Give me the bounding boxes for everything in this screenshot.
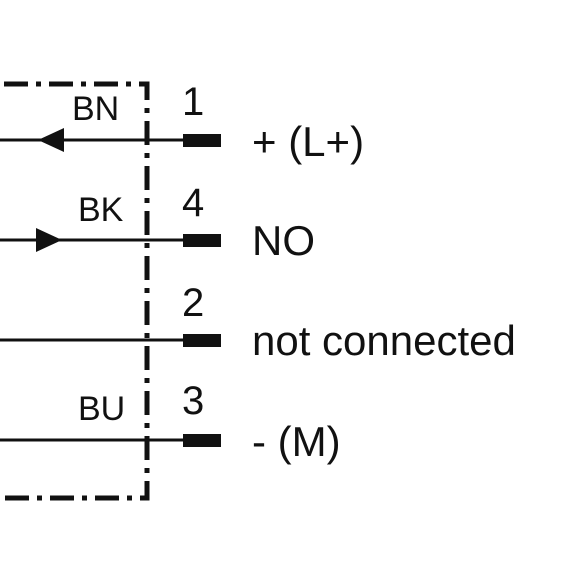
arrow-right-icon — [36, 228, 62, 252]
wire-color-label: BK — [78, 191, 124, 229]
pin-terminal — [183, 134, 221, 147]
signal-label: NO — [252, 217, 315, 264]
pin-number: 1 — [182, 80, 204, 124]
signal-label: + (L+) — [252, 118, 364, 165]
signal-label: not connected — [252, 317, 516, 364]
pin-number: 2 — [182, 281, 204, 325]
connection-row-3: 2 not connected — [0, 281, 516, 364]
device-housing-outline — [4, 81, 150, 501]
signal-label: - (M) — [252, 418, 341, 465]
connection-row-4: BU 3 - (M) — [0, 379, 341, 465]
pin-terminal — [183, 334, 221, 347]
connection-row-2: BK 4 NO — [0, 181, 315, 264]
pin-number: 3 — [182, 379, 204, 423]
connection-row-1: BN 1 + (L+) — [0, 80, 364, 165]
wire-color-label: BU — [78, 390, 125, 428]
pin-number: 4 — [182, 181, 204, 225]
arrow-left-icon — [38, 128, 64, 152]
wire-color-label: BN — [72, 90, 119, 128]
pin-terminal — [183, 234, 221, 247]
pin-terminal — [183, 434, 221, 447]
